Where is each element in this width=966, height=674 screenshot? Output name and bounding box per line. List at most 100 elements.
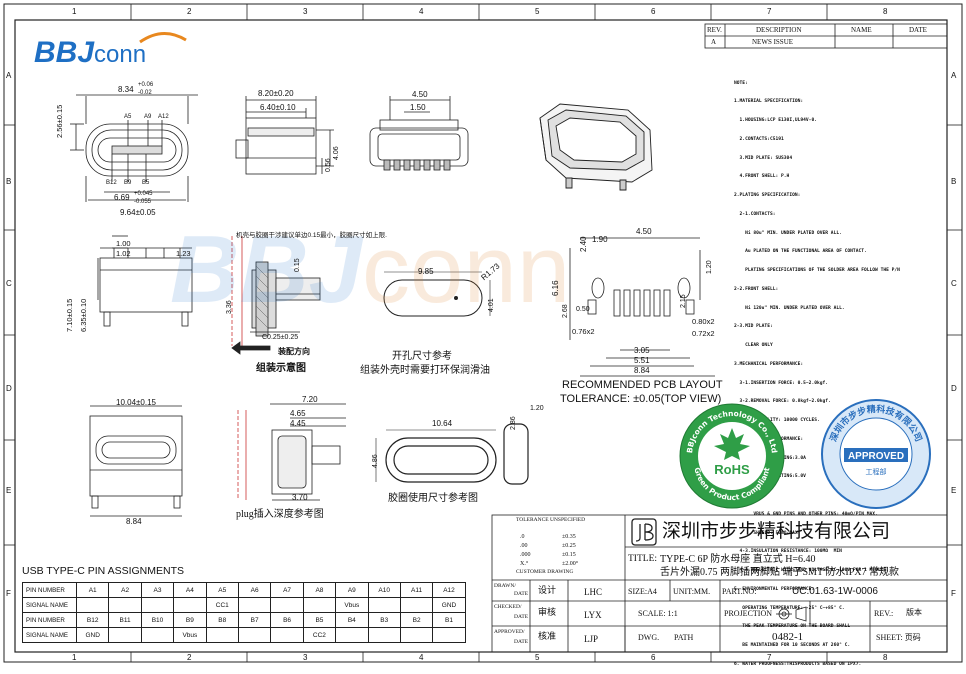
- rev-header-date: DATE: [909, 26, 927, 34]
- note-line: 2-1.CONTACTS:: [734, 211, 776, 217]
- col-label: 1: [72, 653, 77, 662]
- dim-label: 1.02: [116, 249, 131, 258]
- dim-label: 8.84: [126, 517, 142, 526]
- note-line: 6. WATER PROOFNESS:THISPRODUCTS BASED ON…: [734, 661, 862, 667]
- rev-header-name: NAME: [851, 26, 872, 34]
- table-cell: B1: [432, 612, 466, 628]
- table-cell: [205, 627, 239, 643]
- note-line: CLEAR ONLY: [734, 343, 773, 348]
- watermark-logo: BBJconn: [170, 222, 570, 318]
- pin-label: B5: [142, 180, 150, 186]
- rev-row-description: NEWS ISSUE: [752, 38, 794, 46]
- dim-label: 6.35±0.10: [79, 298, 88, 332]
- col-label: 8: [883, 653, 888, 662]
- dim-label: 2.56±0.15: [55, 104, 64, 138]
- table-cell: B5: [302, 612, 337, 628]
- table-cell: GND: [432, 597, 466, 613]
- approved-name: LJP: [584, 634, 599, 644]
- tolerance-value: ±0.35: [562, 534, 576, 540]
- tolerance-value: ±0.25: [562, 543, 576, 549]
- tolerance-key: .000: [520, 552, 531, 558]
- dim-label: 5.51: [634, 356, 650, 365]
- dim-label: 4.45: [290, 419, 306, 428]
- row-label: B: [951, 177, 957, 186]
- table-row: PIN NUMBER A1 A2 A3 A4 A5 A6 A7 A8 A9 A1…: [22, 582, 466, 598]
- tolerance-key: .00: [520, 543, 528, 549]
- table-cell: B11: [108, 612, 142, 628]
- row-label: E: [951, 486, 957, 495]
- note-line: 3.MECHANICAL PERFORMANCE:: [734, 361, 804, 367]
- drawn-role: 设计: [538, 585, 557, 595]
- table-cell: A11: [399, 582, 434, 598]
- dim-label: 0.72x2: [692, 329, 715, 338]
- table-cell: A7: [270, 582, 304, 598]
- note-line: NOTE:: [734, 80, 748, 86]
- row-label: F: [6, 589, 11, 598]
- rev-value: 版本: [906, 608, 922, 617]
- dim-tolerance: +0.06: [138, 82, 154, 88]
- cutout-caption: 开孔尺寸参考: [392, 351, 452, 362]
- tolerance-value: ±2.00°: [562, 561, 579, 567]
- table-cell: B3: [367, 612, 401, 628]
- dim-label: 2.40: [579, 236, 588, 252]
- table-cell: PIN NUMBER: [22, 582, 77, 598]
- partno-label: PART.NO:: [722, 587, 757, 596]
- table-cell: A5: [205, 582, 239, 598]
- sheet-field: SHEET: 页码: [876, 633, 921, 642]
- table-cell: Vbus: [335, 597, 369, 613]
- table-cell: PIN NUMBER: [22, 612, 77, 628]
- company-name: 深圳市步步精科技有限公司: [662, 521, 891, 542]
- dim-label: 6.40±0.10: [260, 103, 296, 112]
- dim-label: 0.76x2: [572, 327, 595, 336]
- note-line: 2-3.MID PLATE:: [734, 324, 773, 330]
- notes-block: NOTE: 1.MATERIAL SPECIFICATION: 1.HOUSIN…: [734, 68, 900, 674]
- col-label: 2: [187, 7, 192, 16]
- table-cell: [75, 597, 110, 613]
- pcb-caption: RECOMMENDED PCB LAYOUT: [562, 379, 723, 391]
- table-cell: B7: [237, 612, 272, 628]
- note-line: 1.HOUSING:LCP E130I,UL94V-0.: [734, 118, 817, 123]
- pin-label: A9: [144, 114, 152, 120]
- note-line: 3-2.REMOVAL FORCE: 0.8kgf~2.0kgf.: [734, 399, 831, 405]
- dim-label: 4.01: [488, 298, 495, 312]
- title-line-1: TYPE-C 6P 防水母座 直立式 H=6.40: [660, 554, 816, 565]
- dim-label: 0.56: [325, 158, 332, 172]
- dim-label: 2.68: [562, 304, 569, 318]
- note-line: BE MAINTAINED FOR 10 SECONDS AT 260° C.: [734, 643, 851, 648]
- rohs-center-text: RoHS: [714, 462, 750, 477]
- logo-swoosh-icon: [139, 32, 187, 44]
- dim-label: 10.04±0.15: [116, 398, 156, 407]
- dim-label: 8.20±0.20: [258, 89, 294, 98]
- date-label: DATE: [514, 639, 529, 645]
- rev-row-rev: A: [711, 38, 717, 46]
- table-cell: [173, 597, 207, 613]
- dim-label: 4.65: [290, 409, 306, 418]
- table-cell: A8: [302, 582, 337, 598]
- table-cell: [335, 627, 369, 643]
- table-cell: A1: [75, 582, 110, 598]
- drawn-label: DRAWN/: [494, 583, 516, 589]
- table-cell: A2: [108, 582, 142, 598]
- row-label: F: [951, 589, 956, 598]
- approved-center-text: APPROVED: [848, 451, 904, 462]
- dim-label: 1.00: [116, 239, 131, 248]
- approved-stamp-icon: 深圳市步步精科技有限公司 APPROVED 工程部: [821, 399, 931, 509]
- dim-tolerance: -0.055: [134, 199, 152, 205]
- approved-sub-text: 工程部: [866, 467, 887, 476]
- company-logo: BBJconn: [34, 38, 146, 68]
- note-line: Au PLATED ON THE FUNCTIONAL AREA OF CONT…: [734, 249, 867, 255]
- dim-label: 9.85: [418, 267, 434, 276]
- note-line: 3-1.INSERTION FORCE: 0.5~2.0kgf.: [734, 380, 829, 386]
- table-cell: B12: [75, 612, 110, 628]
- dim-label: 1.23: [176, 249, 191, 258]
- title-label: TITLE:: [628, 554, 658, 564]
- table-cell: SIGNAL NAME: [22, 597, 77, 613]
- table-cell: B6: [270, 612, 304, 628]
- note-line: 4-4.DIELECTRIC WITHSTAND VOLTAGE,AC 100V…: [734, 568, 889, 573]
- table-row: SIGNAL NAME GND Vbus CC2: [22, 627, 466, 643]
- dim-label: 7.20: [302, 395, 318, 404]
- dim-tolerance: +0.045: [134, 191, 153, 197]
- projection-label: PROJECTION: [724, 609, 773, 618]
- note-line: 2.CONTACTS:C5191: [734, 136, 784, 142]
